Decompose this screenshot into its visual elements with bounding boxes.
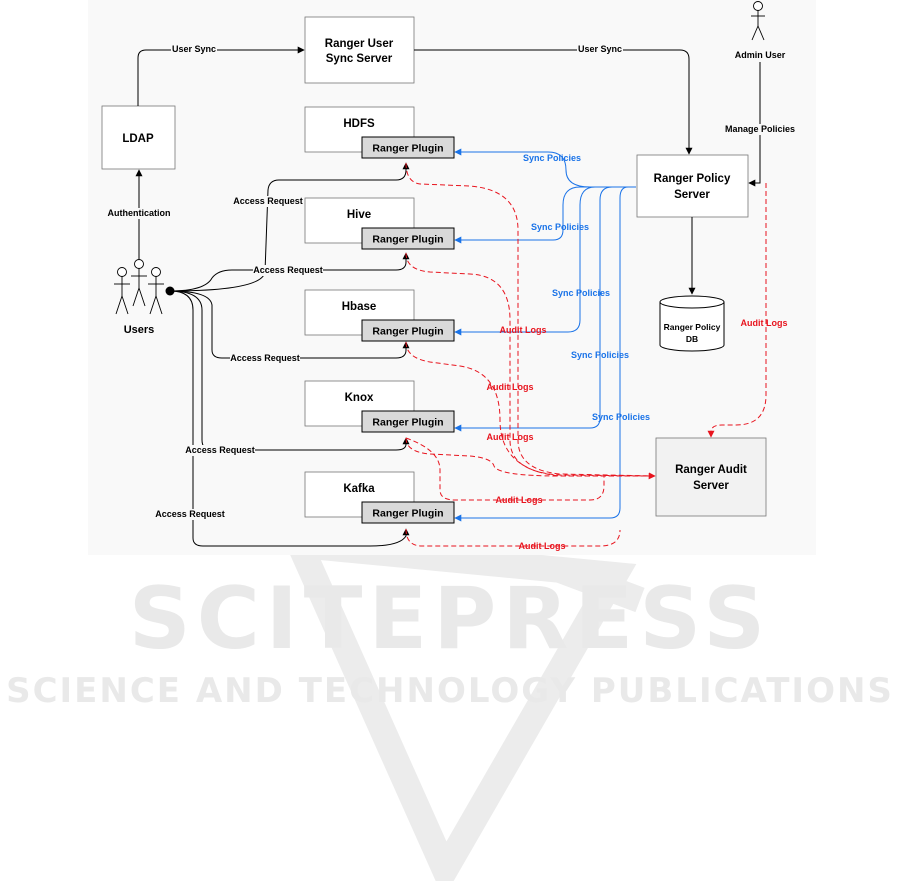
edge-audit-kafka [405, 528, 621, 547]
label-access-knox: Access Request [185, 445, 255, 455]
policy-server-label-1: Ranger Policy [654, 173, 731, 185]
label-access-kafka: Access Request [155, 509, 225, 519]
ranger-plugin-box [361, 410, 455, 433]
label-sync-kafka: Sync Policies [592, 412, 650, 422]
audit-server-label-2: Server [693, 480, 729, 492]
label-user-sync-2: User Sync [578, 44, 622, 54]
edge-audit-hdfs [405, 162, 656, 480]
ranger-plugin-box [361, 227, 455, 250]
edge-sync-hbase [454, 186, 636, 336]
edge-audit-knox [405, 437, 655, 477]
edge-sync-hdfs [454, 148, 636, 188]
policy-server-label-2: Server [674, 189, 710, 201]
label-audit-kafka: Audit Logs [519, 541, 566, 551]
edge-user-sync-policy [414, 49, 693, 155]
label-manage-policies: Manage Policies [725, 124, 795, 134]
policy-db-label-2: DB [686, 334, 698, 344]
label-audit-hbase: Audit Logs [500, 325, 547, 335]
policy-db-cylinder: Ranger Policy DB [659, 295, 725, 352]
edge-access-hdfs [169, 162, 410, 292]
edge-audit-hbase [405, 341, 655, 477]
audit-log-connectors [405, 162, 767, 547]
ranger-plugin-box [361, 501, 455, 524]
label-authentication: Authentication [108, 208, 171, 218]
component-label: Kafka [343, 483, 375, 495]
label-sync-hive: Sync Policies [531, 222, 589, 232]
watermark-title: SCITEPRESS [129, 569, 771, 669]
label-audit-knox-lower: Audit Logs [496, 495, 543, 505]
component-label: Hive [347, 209, 371, 221]
ranger-plugin-label: Ranger Plugin [372, 143, 443, 155]
user-sync-server-box: Ranger User Sync Server [304, 16, 415, 84]
label-sync-hdfs: Sync Policies [523, 153, 581, 163]
label-access-hbase: Access Request [230, 353, 300, 363]
edge-access-kafka [169, 290, 410, 547]
edge-sync-knox [454, 186, 636, 432]
users-label: Users [124, 324, 155, 336]
component-label: Knox [345, 392, 374, 404]
users-actor-group [114, 259, 164, 315]
label-user-sync-1: User Sync [172, 44, 216, 54]
ldap-box: LDAP [101, 105, 176, 170]
ranger-plugin-box [361, 319, 455, 342]
edge-audit-policy-server [707, 183, 767, 438]
ranger-plugin-label: Ranger Plugin [372, 234, 443, 246]
ranger-plugin-label: Ranger Plugin [372, 417, 443, 429]
label-audit-policy-server: Audit Logs [741, 318, 788, 328]
edge-access-hbase [169, 290, 410, 359]
user-sync-server-label-2: Sync Server [326, 53, 393, 65]
label-sync-knox: Sync Policies [571, 350, 629, 360]
label-access-hdfs: Access Request [233, 196, 303, 206]
ranger-plugin-box [361, 136, 455, 159]
audit-server-box: Ranger Audit Server [655, 437, 767, 517]
watermark-subtitle: SCIENCE AND TECHNOLOGY PUBLICATIONS [6, 671, 894, 711]
sync-policy-connectors [454, 148, 636, 522]
label-audit-knox: Audit Logs [487, 432, 534, 442]
edge-sync-kafka [454, 186, 636, 522]
ldap-label: LDAP [122, 133, 154, 145]
edge-sync-hive [454, 186, 636, 244]
edge-manage-policies [748, 62, 761, 187]
admin-user-actor [751, 1, 765, 41]
label-access-hive: Access Request [253, 265, 323, 275]
admin-user-label: Admin User [735, 50, 786, 60]
edge-labels: User Sync User Sync Authentication Manag… [105, 44, 798, 551]
ranger-plugin-label: Ranger Plugin [372, 508, 443, 520]
policy-db-label-1: Ranger Policy [664, 322, 721, 332]
black-connectors [135, 46, 761, 547]
component-box-hdfs: HDFS Ranger Plugin [304, 106, 455, 159]
edge-access-hive [169, 252, 410, 292]
component-label: HDFS [343, 118, 375, 130]
component-label: Hbase [342, 301, 377, 313]
ranger-plugin-label: Ranger Plugin [372, 326, 443, 338]
label-audit-knox-upper: Audit Logs [487, 382, 534, 392]
policy-server-box: Ranger Policy Server [636, 154, 749, 218]
edge-ldap-user-sync [137, 46, 305, 106]
audit-server-label-1: Ranger Audit [675, 464, 747, 476]
watermark-logo-shape [279, 529, 645, 881]
user-sync-server-label-1: Ranger User [325, 38, 394, 50]
label-sync-hbase: Sync Policies [552, 288, 610, 298]
